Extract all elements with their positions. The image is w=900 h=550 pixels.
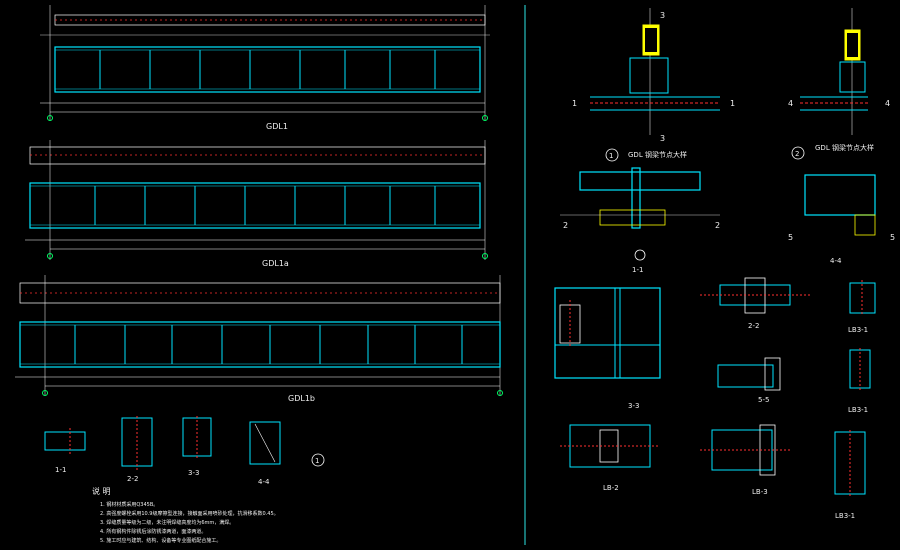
node-detail-4-4: 4 4	[788, 8, 890, 135]
section-2-2-label: 2-2	[748, 322, 759, 330]
section-1-1-label: 1-1	[632, 266, 643, 274]
note-4: 4. 所有钢构件除锈后涂防锈漆两道，面漆两道。	[100, 528, 206, 535]
svg-text:3: 3	[660, 134, 665, 143]
lb3-1-label-c: LB3-1	[835, 512, 855, 520]
section-5-5-label: 5-5	[758, 396, 769, 404]
svg-text:3: 3	[660, 11, 665, 20]
node-detail-3-3: 3 3 1 1	[572, 8, 735, 143]
note-5: 5. 施工时应与建筑、结构、设备等专业图纸配合施工。	[100, 537, 221, 544]
node-2-label: GDL 钢梁节点大样	[815, 143, 874, 152]
note-1: 1. 钢材材质采用Q345B。	[100, 501, 158, 508]
node-1-label: GDL 钢梁节点大样	[628, 150, 687, 159]
lb3-1-detail-a: LB3-1	[848, 280, 876, 334]
design-notes: 说 明 1. 钢材材质采用Q345B。 2. 高强度螺栓采用10.9级摩擦型连接…	[92, 486, 279, 544]
section-3-3: 3-3	[554, 287, 661, 410]
svg-text:4: 4	[885, 99, 890, 108]
section-5-5: 5-5	[717, 357, 781, 404]
svg-text:1: 1	[315, 457, 319, 465]
svg-text:1: 1	[730, 99, 735, 108]
gdl1-elevation	[54, 46, 481, 93]
section-1-1: 2 2 1-1	[560, 167, 720, 274]
lb3-1-label-b: LB3-1	[848, 406, 868, 414]
svg-text:2: 2	[715, 221, 720, 230]
section-3-3-small: 3-3	[188, 469, 199, 477]
detail-circle-2	[791, 146, 805, 160]
note-3: 3. 焊缝质量等级为二级，未注明焊缝高度均为6mm，满焊。	[100, 519, 234, 526]
lb3-1-detail-b: LB3-1	[848, 348, 871, 414]
beam-gdl1b: GDL1b	[15, 275, 503, 403]
svg-text:5: 5	[788, 233, 793, 242]
lb3-1-label-a: LB3-1	[848, 326, 868, 334]
svg-text:2: 2	[563, 221, 568, 230]
svg-text:2: 2	[795, 150, 799, 158]
bottom-left-sections: 1-1 2-2 3-3 4-4 1	[44, 416, 325, 486]
svg-text:4: 4	[788, 99, 793, 108]
section-3-3-label: 3-3	[628, 402, 639, 410]
section-4-4-small: 4-4	[258, 478, 270, 486]
svg-text:1: 1	[572, 99, 577, 108]
beam-gdl1: GDL1	[40, 5, 490, 131]
svg-text:1: 1	[609, 152, 613, 160]
gdl1-title: GDL1	[266, 122, 288, 131]
section-2-2: 2-2	[700, 277, 810, 330]
section-4-4: 5 5 4-4	[788, 174, 895, 265]
section-2-2-small: 2-2	[127, 475, 138, 483]
section-1-1-small: 1-1	[55, 466, 66, 474]
gdl1a-elevation	[29, 182, 481, 229]
lb3-1-detail-c: LB3-1	[834, 430, 866, 520]
lb2-label: LB-2	[603, 484, 619, 492]
gdl1b-title: GDL1b	[288, 394, 315, 403]
lb3-detail: LB-3	[700, 424, 790, 496]
lb3-label: LB-3	[752, 488, 768, 496]
detail-circle-1	[605, 148, 619, 162]
svg-text:5: 5	[890, 233, 895, 242]
gdl1a-title: GDL1a	[262, 259, 289, 268]
note-2: 2. 高强度螺栓采用10.9级摩擦型连接，接触面采用喷砂处理，抗滑移系数0.45…	[100, 510, 279, 517]
lb2-detail: LB-2	[560, 424, 660, 492]
section-4-4-label: 4-4	[830, 257, 842, 265]
beam-gdl1a: GDL1a	[25, 140, 488, 268]
notes-heading: 说 明	[92, 486, 111, 496]
detail-circle-1-small	[311, 453, 325, 467]
gdl1b-elevation	[19, 321, 501, 368]
